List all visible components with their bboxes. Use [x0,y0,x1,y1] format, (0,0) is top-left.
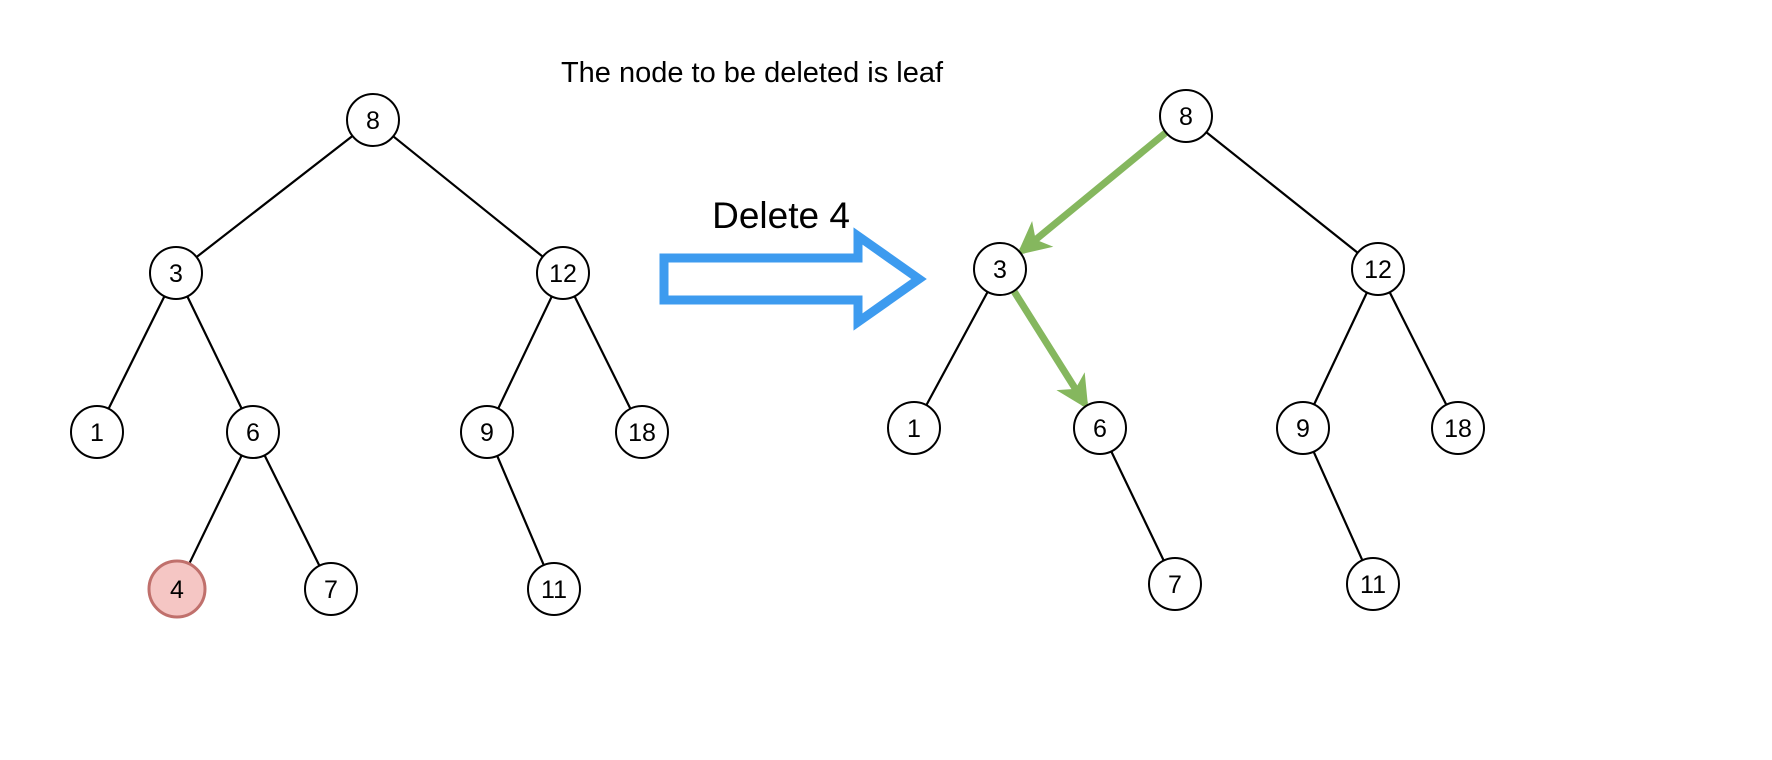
node-value-label: 18 [628,419,656,447]
tree-node[interactable]: 12 [1351,242,1405,296]
tree-node[interactable]: 6 [1073,401,1127,455]
node-circle [527,562,581,616]
node-circle-highlighted [147,559,207,619]
node-circle [1276,401,1330,455]
tree-edges-layer [107,130,1448,568]
tree-node[interactable]: 6 [226,405,280,459]
operation-label: Delete 4 [712,195,850,236]
node-value-label: 4 [170,576,184,604]
tree-node[interactable]: 18 [615,405,669,459]
node-value-label: 3 [993,256,1007,284]
tree-edge [263,453,321,568]
tree-node[interactable]: 1 [70,405,124,459]
tree-edge [1109,449,1166,563]
node-value-label: 3 [169,260,183,288]
node-circle [615,405,669,459]
transition-arrow-shape [659,227,927,331]
tree-node[interactable]: 3 [149,246,203,300]
search-path-arrow [1016,129,1169,256]
tree-node[interactable]: 8 [346,93,400,147]
tree-node[interactable]: 4 [147,559,207,619]
tree-node[interactable]: 9 [460,405,514,459]
search-path-arrow [1010,289,1089,410]
node-circle [536,246,590,300]
tree-edge [391,134,545,259]
node-value-label: 9 [480,419,494,447]
node-value-label: 11 [541,576,567,604]
tree-edge [187,453,244,566]
tree-node[interactable]: 9 [1276,401,1330,455]
node-value-label: 7 [324,576,338,604]
tree-edge [1312,290,1369,407]
node-value-label: 18 [1444,415,1472,443]
node-circle [1431,401,1485,455]
tree-node[interactable]: 3 [973,242,1027,296]
node-circle [304,562,358,616]
tree-edge [194,134,355,259]
tree-edge [924,289,990,408]
tree-edge [496,294,554,411]
node-circle [973,242,1027,296]
node-circle [1346,557,1400,611]
node-value-label: 12 [1364,256,1392,284]
tree-node[interactable]: 11 [527,562,581,616]
node-value-label: 6 [1093,415,1107,443]
node-circle [887,401,941,455]
tree-node[interactable]: 1 [887,401,941,455]
node-value-label: 12 [549,260,577,288]
node-value-label: 8 [1179,103,1193,131]
tree-edge [107,294,166,411]
tree-edge [1204,130,1360,255]
node-circle [149,246,203,300]
node-value-label: 1 [90,419,104,447]
tree-nodes-layer: 8 3 12 1 6 9 18 4 7 11 8 3 12 1 6 9 18 7 11 [70,89,1485,619]
node-value-label: 1 [907,415,921,443]
node-circle [1159,89,1213,143]
node-circle [460,405,514,459]
tree-node[interactable]: 12 [536,246,590,300]
tree-node[interactable]: 7 [1148,557,1202,611]
node-value-label: 6 [246,419,260,447]
tree-node[interactable]: 7 [304,562,358,616]
tree-edge [495,453,546,568]
figure-title: The node to be deleted is leaf [561,57,944,89]
node-circle [1073,401,1127,455]
node-value-label: 11 [1360,571,1386,599]
tree-edge [185,294,244,411]
tree-edge [1388,290,1448,407]
node-circle [70,405,124,459]
tree-node[interactable]: 8 [1159,89,1213,143]
node-value-label: 8 [366,107,380,135]
node-value-label: 7 [1168,571,1182,599]
node-circle [1148,557,1202,611]
tree-edge [573,294,632,411]
transition-arrow [659,227,927,331]
node-circle [1351,242,1405,296]
node-circle [346,93,400,147]
node-value-label: 9 [1296,415,1310,443]
search-path-arrows-layer [1010,129,1169,410]
tree-node[interactable]: 18 [1431,401,1485,455]
tree-node[interactable]: 11 [1346,557,1400,611]
node-circle [226,405,280,459]
tree-edge [1312,449,1364,563]
